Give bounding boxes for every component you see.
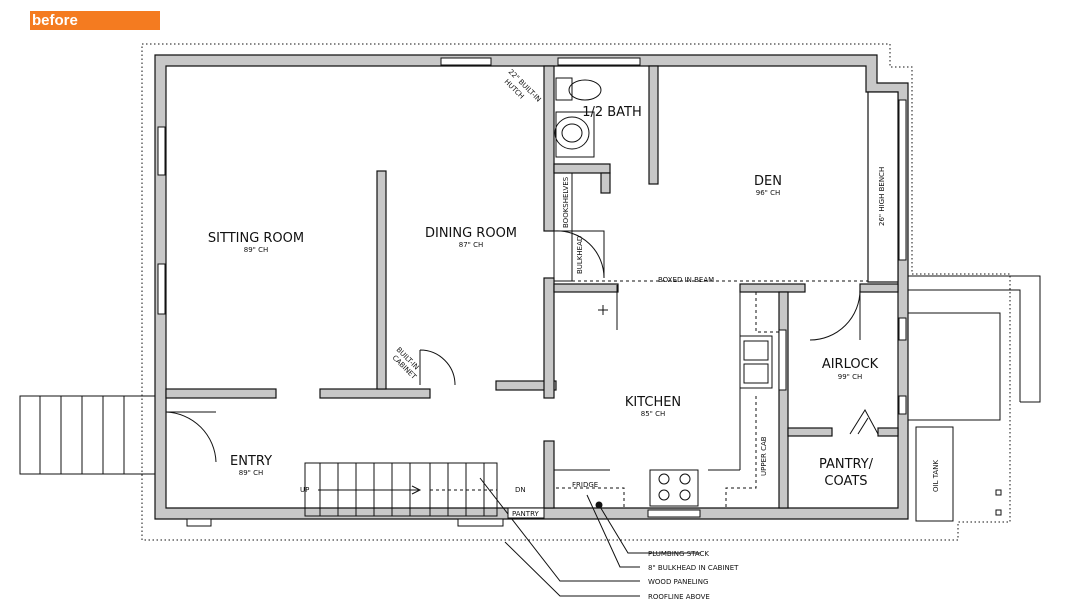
oil-tank bbox=[915, 426, 954, 522]
pantry-box bbox=[507, 507, 545, 519]
bookshelves-label: BOOKSHELVES bbox=[562, 176, 570, 228]
stairs-down-label: DN bbox=[515, 486, 526, 494]
pantry-coats-label-1: PANTRY/ bbox=[819, 457, 874, 472]
kitchen-fixtures bbox=[554, 285, 779, 509]
pantry-label: PANTRY bbox=[512, 510, 539, 518]
side-deck bbox=[908, 275, 1041, 421]
windows bbox=[157, 57, 907, 527]
dining-room-ceiling: 87" CH bbox=[459, 241, 484, 249]
stairs-up-label: UP bbox=[300, 486, 309, 494]
fridge-label: FRIDGE bbox=[572, 481, 598, 489]
boxed-beam-label: BOXED IN BEAM bbox=[658, 276, 714, 284]
dining-room-label: DINING ROOM bbox=[425, 226, 517, 241]
kitchen-ceiling: 85" CH bbox=[641, 410, 666, 418]
sitting-room-label: SITTING ROOM bbox=[208, 231, 304, 246]
pantry-coats-label-2: COATS bbox=[824, 474, 867, 489]
doors bbox=[165, 230, 879, 463]
exterior-steps bbox=[19, 395, 156, 475]
kitchen-label: KITCHEN bbox=[625, 395, 681, 410]
interior-walls bbox=[165, 65, 899, 509]
before-badge: before bbox=[30, 11, 160, 30]
den-label: DEN bbox=[754, 174, 782, 189]
oil-tank-label: OIL TANK bbox=[932, 460, 940, 492]
entry-label: ENTRY bbox=[230, 454, 272, 469]
upper-cab-label: UPPER CAB bbox=[760, 436, 768, 476]
callout-bulkhead-cabinet: 8" BULKHEAD IN CABINET bbox=[648, 564, 739, 572]
callout-roofline-above: ROOFLINE ABOVE bbox=[648, 593, 710, 601]
high-bench-label: 26" HIGH BENCH bbox=[878, 167, 886, 226]
airlock-label: AIRLOCK bbox=[822, 357, 879, 372]
roofline-outline bbox=[141, 43, 1011, 541]
marker-bottom bbox=[995, 509, 1002, 516]
marker-top bbox=[995, 489, 1002, 496]
bulkhead-label: BULKHEAD bbox=[576, 236, 584, 274]
bath-label: 1/2 BATH bbox=[582, 105, 642, 120]
sitting-room-ceiling: 89" CH bbox=[244, 246, 269, 254]
callout-leaders bbox=[479, 477, 700, 597]
den-ceiling: 96" CH bbox=[756, 189, 781, 197]
bath-fixtures bbox=[554, 77, 602, 158]
airlock-ceiling: 99" CH bbox=[838, 373, 863, 381]
callout-plumbing-stack: PLUMBING STACK bbox=[648, 550, 709, 558]
callout-wood-paneling: WOOD PANELING bbox=[648, 578, 708, 586]
entry-ceiling: 89" CH bbox=[239, 469, 264, 477]
stairs bbox=[304, 462, 498, 517]
